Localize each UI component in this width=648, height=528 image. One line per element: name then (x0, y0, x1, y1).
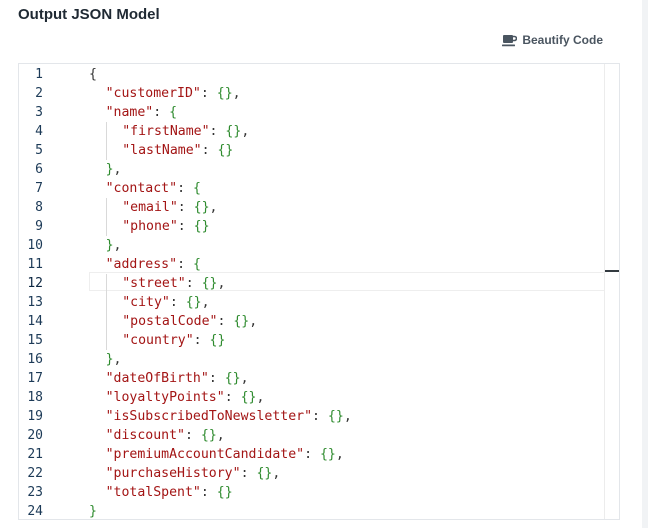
line-number: 18 (27, 390, 43, 405)
code-text: }, (105, 352, 122, 367)
scrollbar-cursor-marker (605, 270, 619, 272)
code-line: 3 "name": { (19, 103, 619, 122)
code-line: 13 "city": {}, (19, 293, 619, 312)
indent-guide (105, 274, 107, 350)
line-number: 15 (27, 333, 43, 348)
line-number: 10 (27, 238, 43, 253)
code-line: 14 "postalCode": {}, (19, 312, 619, 331)
line-number: 20 (27, 428, 43, 443)
code-line: 12 "street": {}, (19, 274, 619, 293)
line-number: 19 (27, 409, 43, 424)
line-number: 17 (27, 371, 43, 386)
code-text: "dateOfBirth": {}, (105, 371, 249, 386)
code-text: "name": { (105, 105, 178, 120)
line-number: 16 (27, 352, 43, 367)
code-line: 24} (19, 502, 619, 519)
line-number: 11 (27, 257, 43, 272)
code-line: 21 "premiumAccountCandidate": {}, (19, 445, 619, 464)
line-number: 1 (35, 67, 43, 82)
right-edge-shade (642, 0, 648, 528)
json-code-editor[interactable]: 1{2"customerID": {},3"name": {4"firstNam… (18, 63, 620, 520)
line-number: 22 (27, 466, 43, 481)
code-text: "street": {}, (122, 276, 226, 291)
code-line: 23 "totalSpent": {} (19, 483, 619, 502)
code-text: }, (105, 162, 122, 177)
code-line: 11 "address": { (19, 255, 619, 274)
code-text: }, (105, 238, 122, 253)
beautify-code-label: Beautify Code (522, 33, 603, 47)
code-line: 2 "customerID": {}, (19, 84, 619, 103)
code-text: "discount": {}, (105, 428, 225, 443)
beautify-code-button[interactable]: Beautify Code (502, 33, 603, 47)
code-text: "email": {}, (122, 200, 218, 215)
code-text: "isSubscribedToNewsletter": {}, (105, 409, 352, 424)
code-line: 6}, (19, 160, 619, 179)
line-number: 9 (35, 219, 43, 234)
coffee-cup-icon (502, 34, 518, 47)
code-line: 5 "lastName": {} (19, 141, 619, 160)
code-line: 18 "loyaltyPoints": {}, (19, 388, 619, 407)
code-line: 17 "dateOfBirth": {}, (19, 369, 619, 388)
line-number: 21 (27, 447, 43, 462)
line-number: 5 (35, 143, 43, 158)
indent-guide (105, 122, 107, 160)
vertical-scrollbar[interactable] (604, 64, 619, 519)
code-text: "contact": { (105, 181, 201, 196)
line-number: 14 (27, 314, 43, 329)
line-number: 2 (35, 86, 43, 101)
code-text: { (89, 67, 97, 82)
line-number: 8 (35, 200, 43, 215)
line-number: 23 (27, 485, 43, 500)
code-text: "lastName": {} (122, 143, 234, 158)
code-line: 8 "email": {}, (19, 198, 619, 217)
code-line: 9 "phone": {} (19, 217, 619, 236)
line-number: 4 (35, 124, 43, 139)
line-number: 3 (35, 105, 43, 120)
indent-guide (105, 198, 107, 236)
code-text: "totalSpent": {} (105, 485, 233, 500)
code-text: "loyaltyPoints": {}, (105, 390, 265, 405)
code-text: "premiumAccountCandidate": {}, (105, 447, 344, 462)
code-text: } (89, 504, 97, 519)
line-number: 7 (35, 181, 43, 196)
code-text: "postalCode": {}, (122, 314, 258, 329)
line-number: 24 (27, 504, 43, 519)
code-line: 7 "contact": { (19, 179, 619, 198)
code-text: "country": {} (122, 333, 226, 348)
line-number: 6 (35, 162, 43, 177)
code-line: 10}, (19, 236, 619, 255)
code-text: "address": { (105, 257, 201, 272)
code-text: "purchaseHistory": {}, (105, 466, 281, 481)
line-number-gutter (19, 64, 63, 519)
code-text: "phone": {} (122, 219, 210, 234)
code-text: "city": {}, (122, 295, 210, 310)
code-line: 22 "purchaseHistory": {}, (19, 464, 619, 483)
code-line: 15 "country": {} (19, 331, 619, 350)
code-text: "firstName": {}, (122, 124, 250, 139)
code-line: 19 "isSubscribedToNewsletter": {}, (19, 407, 619, 426)
code-line: 20 "discount": {}, (19, 426, 619, 445)
code-text: "customerID": {}, (105, 86, 241, 101)
line-number: 12 (27, 276, 43, 291)
line-number: 13 (27, 295, 43, 310)
code-line: 1{ (19, 65, 619, 84)
code-line: 4 "firstName": {}, (19, 122, 619, 141)
panel-title: Output JSON Model (18, 6, 160, 23)
code-line: 16}, (19, 350, 619, 369)
